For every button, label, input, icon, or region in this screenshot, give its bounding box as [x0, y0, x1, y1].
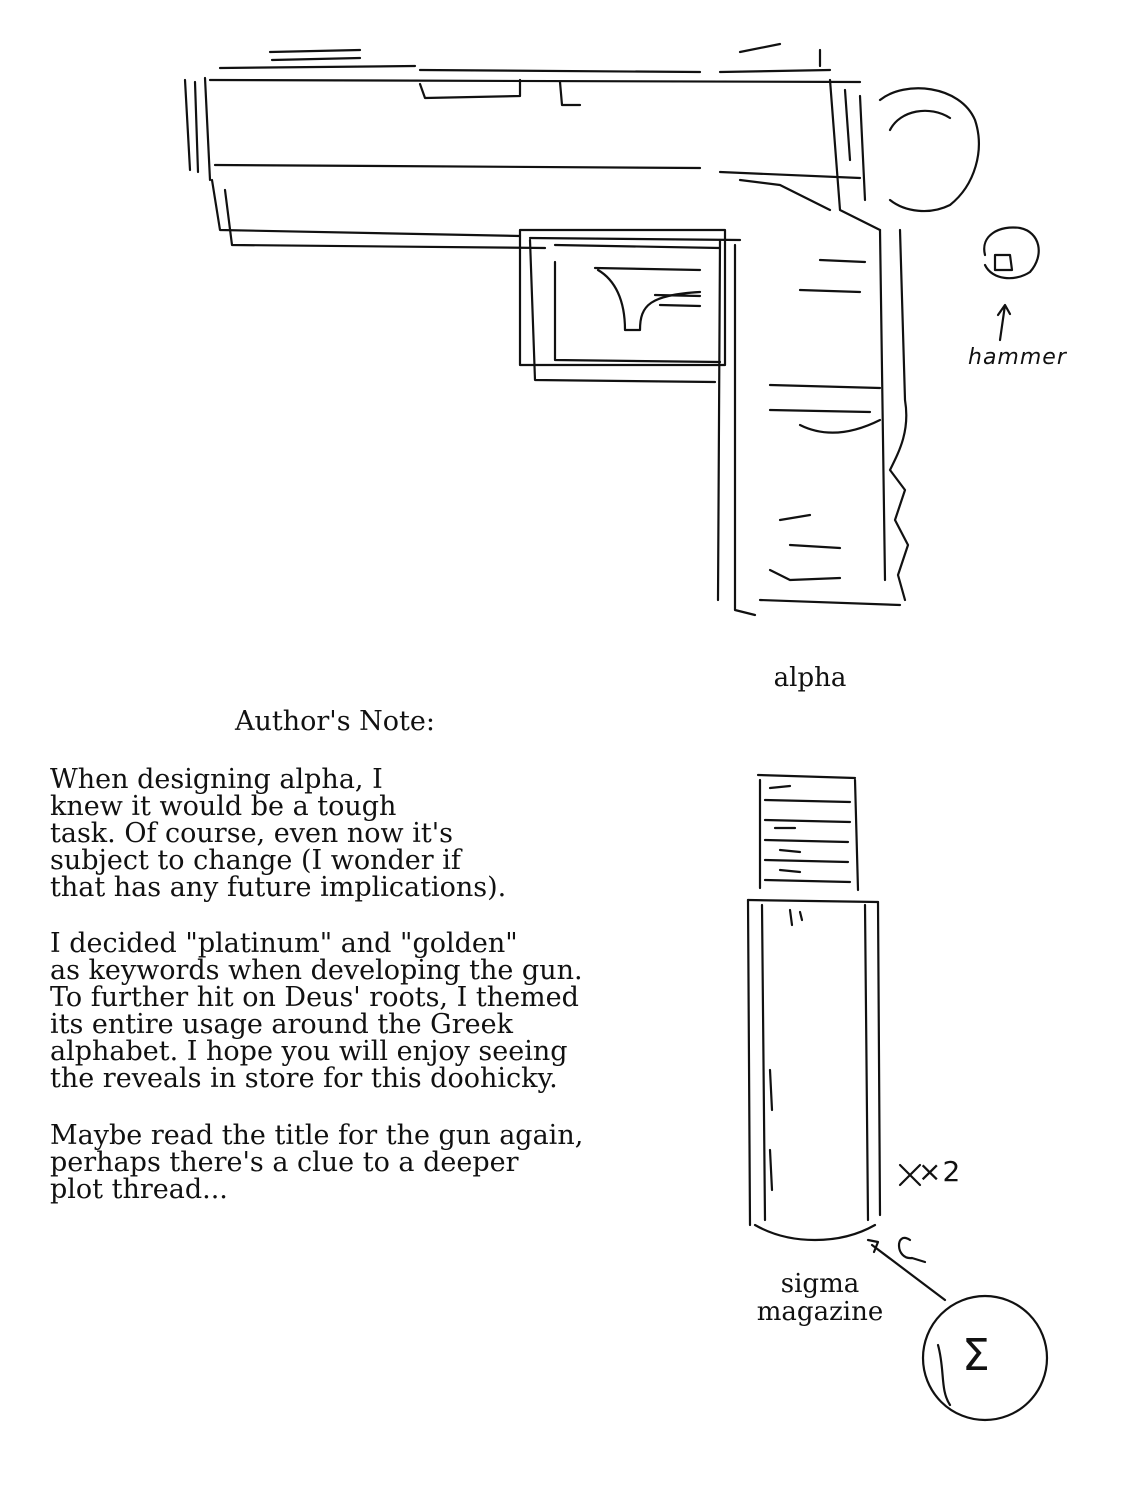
author-note-paragraph-1: When designing alpha, I knew it would be…: [50, 764, 507, 903]
author-note-paragraph-3: Maybe read the title for the gun again, …: [50, 1120, 584, 1205]
alpha-caption: alpha: [773, 663, 847, 693]
author-note-title: Author's Note:: [235, 706, 435, 737]
hammer-label: hammer: [968, 345, 1067, 370]
author-note-paragraph-2: I decided "platinum" and "golden" as key…: [50, 928, 583, 1094]
magazine-count-label: ×2: [918, 1155, 962, 1188]
sigma-magazine-caption: sigma magazine: [756, 1269, 884, 1327]
sigma-coin-symbol: Σ: [962, 1330, 991, 1381]
